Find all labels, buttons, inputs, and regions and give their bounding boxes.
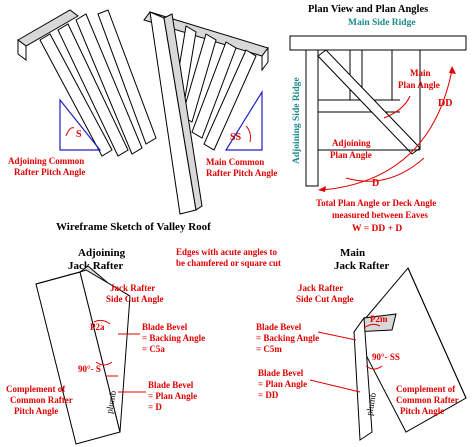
total-plan-arc <box>321 69 453 191</box>
adjoining-complement-2: Common Rafter <box>10 395 73 405</box>
main-pitch-arc <box>245 125 251 143</box>
adjoining-backing-1: Blade Bevel <box>142 322 188 332</box>
edges-note-1: Edges with acute angles to <box>176 247 277 257</box>
adjoining-rafter-2 <box>57 23 129 157</box>
main-pitch-label-1: Main Common <box>206 157 264 167</box>
main-jack-rafter: Main Jack Rafter Jack Rafter Side Cut An… <box>256 247 467 441</box>
main-pitch-symbol: SS <box>230 132 242 143</box>
adjoining-jack-title-2: Jack Rafter <box>68 260 123 272</box>
main-plumb-label: plumb <box>364 391 378 416</box>
adjoining-rafter-1 <box>39 33 113 157</box>
main-plan-2: = Plan Angle <box>258 379 307 389</box>
main-side-cut-1: Jack Rafter <box>298 283 343 293</box>
plan-view: Plan View and Plan Angles Main Side Ridg… <box>289 4 467 234</box>
adjoining-p2a: P2a <box>90 322 105 332</box>
adjoining-side-cut-1: Jack Rafter <box>110 283 155 293</box>
adjoining-side-ridge-beam <box>305 49 319 187</box>
adjoining-pitch-arc <box>65 127 75 137</box>
main-plan-1: Blade Bevel <box>258 368 304 378</box>
adjoining-side-ridge-label: Adjoining Side Ridge <box>292 77 302 164</box>
main-plan-angle-2: Plan Angle <box>398 80 440 90</box>
adjoining-plan-arc <box>345 157 425 182</box>
main-edge <box>407 267 467 399</box>
main-pitch-triangle <box>224 89 263 151</box>
adjoining-edge <box>35 271 81 285</box>
adjoining-90s-arc <box>95 361 113 366</box>
dd-label: DD <box>438 98 452 109</box>
adjoining-jack-title-1: Adjoining <box>78 247 126 259</box>
main-complement-3: Pitch Angle <box>400 406 444 416</box>
adjoining-plan-2: = Plan Angle <box>148 391 197 401</box>
main-pitch-label-2: Rafter Pitch Angle <box>206 168 277 178</box>
adjoining-pitch-symbol: S <box>76 129 82 140</box>
d-label: D <box>372 178 379 189</box>
total-label-2: measured between Eaves <box>332 210 428 220</box>
main-90ss-arc <box>365 365 383 370</box>
edges-note-2: be chamfered or square cut <box>176 258 281 268</box>
main-jack-title-2: Jack Rafter <box>334 260 389 272</box>
adjoining-block-cut-face <box>79 269 131 433</box>
main-p2m-arc <box>363 323 381 329</box>
main-block-cut-face <box>353 316 373 441</box>
main-backing-pointer <box>317 331 357 341</box>
main-plan-3: = DD <box>258 390 279 400</box>
total-label-3: W = DD + D <box>352 224 402 234</box>
adjoining-complement-1: Complement of <box>6 384 66 394</box>
main-plan-arc <box>383 95 411 119</box>
adjoining-jack-rafter: Adjoining Jack Rafter Jack Rafter Side C… <box>6 247 205 445</box>
adjoining-pitch-label-1: Adjoining Common <box>8 156 84 166</box>
main-plan-pointer <box>309 379 361 393</box>
main-side-ridge-label: Main Side Ridge <box>348 18 416 28</box>
wireframe-caption: Wireframe Sketch of Valley Roof <box>56 221 211 233</box>
main-rafter-3 <box>181 33 217 123</box>
main-backing-2: = Backing Angle <box>256 333 319 343</box>
adjoining-p2a-arc <box>93 319 111 325</box>
main-side-ridge-beam <box>289 35 467 51</box>
main-complement-2: Common Rafter <box>396 395 459 405</box>
main-rafter-1 <box>203 49 257 151</box>
main-rafter-2 <box>191 41 237 139</box>
plan-title: Plan View and Plan Angles <box>308 4 428 15</box>
total-arc-arrowhead <box>318 186 326 192</box>
adjoining-side-cut-2: Side Cut Angle <box>106 294 164 304</box>
main-complement-1: Complement of <box>396 384 456 394</box>
adjoining-plumb-label: plumb <box>104 389 118 414</box>
adjoining-90s: 90°- S <box>78 364 101 374</box>
adjoining-complement-3: Pitch Angle <box>14 406 58 416</box>
right-ridge-end <box>261 46 269 72</box>
wireframe-sketch: S Adjoining Common Rafter Pitch Angle SS… <box>8 9 277 233</box>
main-jack-title-1: Main <box>340 247 365 259</box>
main-side-cut-2: Side Cut Angle <box>296 294 354 304</box>
adjoining-backing-3: = C5a <box>142 344 165 354</box>
adjoining-rafter-4 <box>97 9 157 145</box>
adjoining-plan-angle-1: Adjoining <box>332 138 371 148</box>
total-arc-arrowhead-2 <box>449 66 456 74</box>
adjoining-backing-2: = Backing Angle <box>142 333 205 343</box>
adjoining-rafter-3 <box>75 13 143 155</box>
adjoining-pitch-triangle <box>59 98 102 151</box>
main-backing-3: = C5m <box>256 344 282 354</box>
main-backing-1: Blade Bevel <box>256 322 302 332</box>
total-label-1: Total Plan Angle or Deck Angle <box>316 198 436 208</box>
adjoining-plan-3: = D <box>148 402 162 412</box>
valley-rafter-side <box>163 13 203 211</box>
adjoining-plan-angle-2: Plan Angle <box>330 150 372 160</box>
main-90ss: 90°- SS <box>372 352 400 362</box>
left-ridge-end <box>17 39 27 61</box>
main-plan-angle-1: Main <box>410 68 431 78</box>
adjoining-plan-1: Blade Bevel <box>148 380 194 390</box>
main-p2m: P2m <box>370 314 388 324</box>
adjoining-pitch-label-2: Rafter Pitch Angle <box>14 167 85 177</box>
